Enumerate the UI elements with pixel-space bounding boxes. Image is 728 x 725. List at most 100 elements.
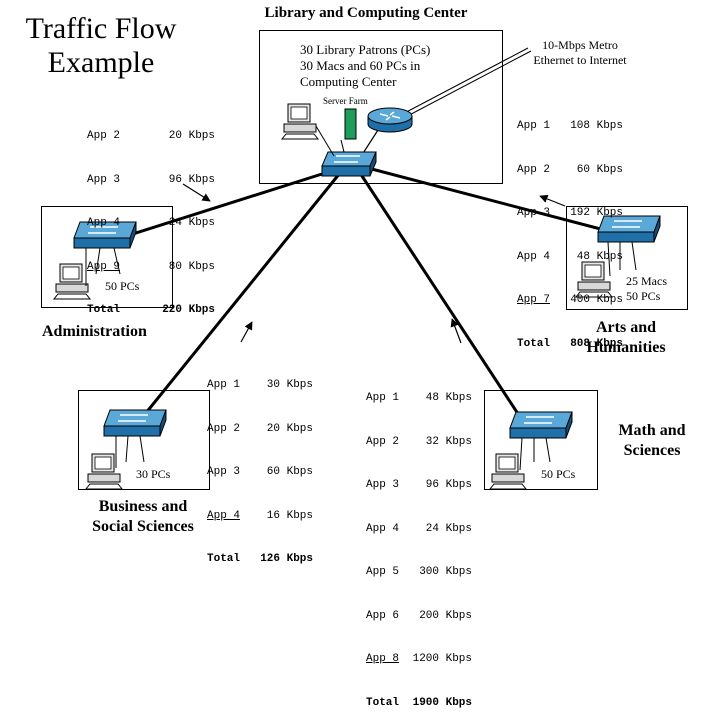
app-name: App 5 (366, 566, 400, 578)
network-diagram (52, 47, 661, 490)
app-name: App 1 (517, 120, 551, 132)
table-row: App 4 24 Kbps (366, 522, 472, 537)
server-farm-label: Server Farm (323, 96, 368, 106)
app-name: App 1 (366, 392, 400, 404)
pc-icon (574, 261, 614, 298)
app-name: App 4 (207, 509, 241, 522)
arts-label: Arts and Humanities (566, 318, 686, 358)
table-row: App 1 108 Kbps (517, 119, 623, 134)
total-rate: 220 Kbps (162, 304, 216, 316)
link-administration (119, 165, 345, 240)
title-line-2: Example (47, 46, 155, 79)
math-label-line: Sciences (623, 442, 681, 459)
pc-icon (84, 453, 124, 490)
server-icon (344, 108, 357, 140)
app-rate: 48 Kbps (576, 250, 624, 263)
table-row: App 2 32 Kbps (366, 435, 472, 450)
math-pc-count: 50 PCs (541, 467, 576, 481)
link-business (135, 172, 342, 425)
traffic-table-math: App 1 48 Kbps App 2 32 Kbps App 3 96 Kbps A… (366, 362, 472, 725)
table-row: App 1 48 Kbps (366, 391, 472, 406)
total-label: Total (87, 304, 121, 316)
app-name: App 9 (87, 260, 121, 273)
flow-arrow-math (450, 318, 462, 344)
library-description-line: 30 Library Patrons (PCs) (300, 42, 431, 57)
pc-icon (488, 453, 528, 490)
total-label: Total (207, 553, 241, 565)
arts-label-line: Humanities (586, 339, 666, 356)
link-internet (394, 47, 529, 119)
business-box (78, 390, 210, 490)
app-name: App 3 (87, 173, 121, 186)
app-name: App 3 (207, 466, 241, 478)
app-rate: 60 Kbps (266, 466, 314, 478)
app-name: App 8 (366, 653, 400, 665)
table-row: App 4 16 Kbps (207, 509, 313, 524)
app-name: App 3 (517, 207, 551, 219)
switch-icon (321, 151, 377, 177)
flow-arrow-arts (539, 194, 566, 207)
app-rate: 20 Kbps (168, 130, 216, 142)
table-row: App 2 60 Kbps (517, 163, 623, 178)
business-pc-count: 30 PCs (136, 467, 171, 481)
switch-icon (73, 221, 137, 249)
business-label-line: Business and (98, 498, 188, 515)
total-rate: 126 Kbps (260, 553, 314, 565)
app-rate: 48 Kbps (425, 392, 473, 404)
total-label: Total (517, 337, 551, 350)
app-rate: 96 Kbps (425, 479, 473, 491)
library-description-line: 30 Macs and 60 PCs in (300, 58, 421, 73)
app-name: App 2 (517, 163, 551, 176)
table-total: Total 808 Kbps (517, 337, 623, 352)
internet-label: 10-Mbps Metro Ethernet to Internet (520, 38, 640, 68)
app-name: App 2 (207, 422, 241, 435)
switch-icon (103, 409, 167, 437)
table-row: App 3 60 Kbps (207, 465, 313, 480)
app-name: App 3 (366, 479, 400, 491)
math-box (484, 390, 598, 490)
app-rate: 24 Kbps (425, 522, 473, 535)
app-name: App 1 (207, 379, 241, 391)
total-rate: 1900 Kbps (412, 696, 473, 709)
arts-label-line: Arts and (595, 319, 656, 336)
math-label-line: Math and (618, 422, 686, 439)
app-rate: 30 Kbps (266, 379, 314, 391)
app-name: App 4 (366, 522, 400, 535)
link-arts (363, 165, 613, 234)
switch-icon (509, 411, 573, 439)
arts-pc-count-line: 25 Macs (626, 274, 667, 288)
table-row: App 2 20 Kbps (207, 422, 313, 437)
router-icon (367, 107, 413, 133)
flow-arrow-business (240, 321, 253, 343)
table-row: App 2 20 Kbps (87, 129, 215, 144)
app-rate: 32 Kbps (425, 435, 473, 448)
internet-label-line: 10-Mbps Metro (542, 38, 618, 52)
app-name: App 2 (87, 130, 121, 142)
app-rate: 60 Kbps (576, 163, 624, 176)
app-name: App 4 (87, 217, 121, 229)
app-rate: 24 Kbps (168, 217, 216, 229)
title-line-1: Traffic Flow (25, 12, 177, 45)
total-rate: 808 Kbps (570, 337, 624, 350)
table-total: Total 1900 Kbps (366, 696, 472, 711)
flow-arrow-administration (182, 183, 211, 202)
total-label: Total (366, 696, 400, 709)
arts-pc-count-line: 50 PCs (626, 289, 661, 303)
traffic-table-business: App 1 30 Kbps App 2 20 Kbps App 3 60 Kbps A… (207, 349, 313, 581)
app-rate: 16 Kbps (266, 509, 314, 522)
pc-icon (280, 103, 320, 140)
app-name: App 2 (366, 435, 400, 448)
library-description-line: Computing Center (300, 74, 397, 89)
app-rate: 108 Kbps (570, 120, 624, 132)
math-label: Math and Sciences (606, 421, 698, 461)
app-rate: 20 Kbps (266, 422, 314, 435)
switch-icon (597, 215, 661, 243)
